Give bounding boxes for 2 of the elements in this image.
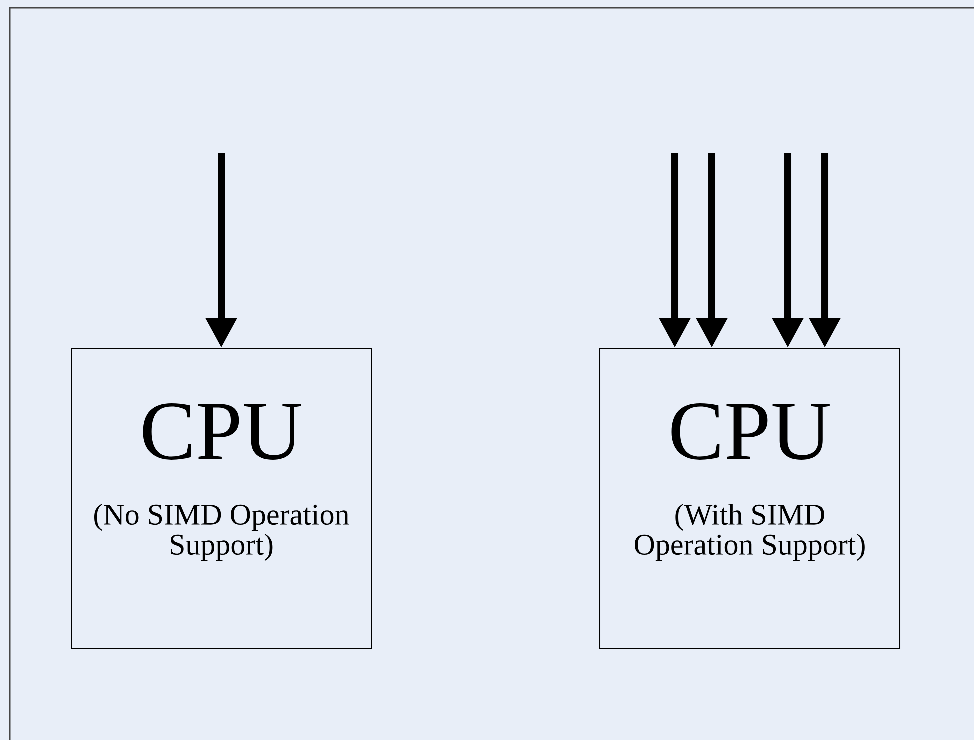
cpu-box: CPU (With SIMD Operation Support) [600,348,900,649]
cpu-box: CPU (No SIMD Operation Support) [71,348,372,649]
